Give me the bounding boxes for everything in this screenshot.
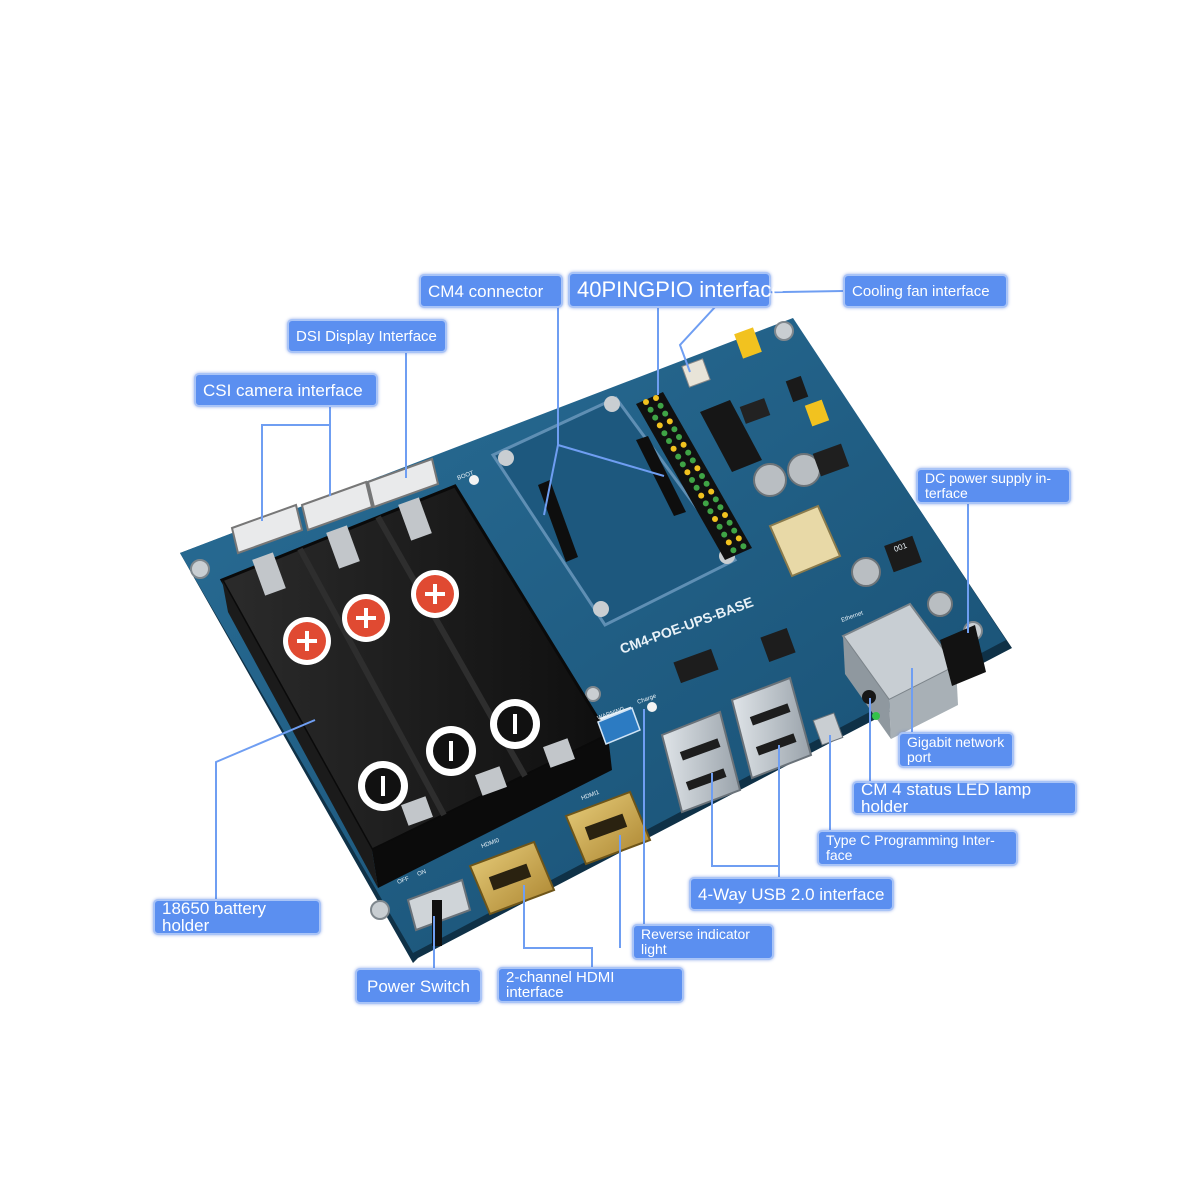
label-dsi: DSI Display Interface	[287, 319, 447, 353]
gpio-pin	[670, 445, 677, 452]
label-csi: CSI camera interface	[194, 373, 378, 407]
gpio-pin	[694, 465, 701, 472]
misc-components	[469, 327, 953, 742]
gpio-pin	[725, 539, 732, 546]
label-battery: 18650 battery holder	[153, 899, 321, 935]
on-silk: ON	[417, 869, 428, 878]
off-silk: OFF	[397, 876, 411, 886]
gpio-pin	[653, 395, 659, 401]
label-cm4-connector: CM4 connector	[419, 274, 563, 308]
gpio-pin	[657, 402, 664, 409]
label-reverse-light: Reverse indicator light	[632, 924, 774, 960]
gpio-pin	[676, 434, 682, 440]
gpio-pin	[643, 399, 649, 405]
gpio-pin	[731, 527, 738, 534]
gpio-pin	[730, 547, 737, 554]
gpio-pin	[679, 461, 686, 468]
leader-usb	[711, 773, 780, 878]
hdmi-ports	[468, 790, 652, 916]
gpio-pin	[684, 469, 691, 476]
gpio-pin	[647, 406, 654, 413]
gpio-pin	[680, 441, 687, 448]
power-switch	[406, 878, 472, 946]
ethernet-jack	[841, 602, 986, 739]
gpio-pin	[666, 438, 672, 444]
gpio-pin	[675, 453, 682, 460]
gpio-header	[636, 392, 752, 560]
label-gigabit: Gigabit network port	[898, 732, 1014, 768]
leader-battery	[215, 719, 316, 900]
leader-lines	[215, 290, 969, 968]
gpio-pin	[712, 496, 719, 503]
leader-hdmi	[523, 885, 593, 968]
gpio-pin	[661, 430, 668, 437]
usb-ports	[660, 676, 844, 814]
label-usb: 4-Way USB 2.0 interface	[689, 877, 894, 911]
gpio-pin	[703, 480, 710, 487]
label-power-switch: Power Switch	[355, 968, 482, 1004]
boot-silk: BOOT	[457, 470, 475, 482]
gpio-pin	[662, 410, 669, 417]
label-status-led: CM 4 status LED lamp holder	[852, 781, 1077, 815]
label-cooling-fan: Cooling fan interface	[843, 274, 1008, 308]
gpio-pin	[717, 504, 724, 511]
gpio-pin	[726, 519, 733, 526]
gpio-pin	[702, 500, 709, 507]
label-gpio: 40PINGPIO interface	[568, 272, 784, 308]
gpio-pin	[689, 457, 696, 464]
gpio-pin	[708, 488, 715, 495]
gpio-pin	[699, 473, 705, 479]
gpio-pin	[698, 492, 705, 499]
label-hdmi: 2-channel HDMI interface	[497, 967, 684, 1003]
gpio-pin	[671, 426, 678, 433]
gpio-pin	[656, 422, 663, 429]
gpio-pin	[685, 449, 692, 456]
leader-csi	[261, 405, 331, 521]
gpio-pin	[716, 523, 723, 530]
inductor-marking: 001	[893, 541, 909, 554]
label-dc-power: DC power supply in-terface	[916, 468, 1071, 504]
leader-cm4-2	[557, 444, 665, 477]
gpio-pin	[722, 512, 728, 518]
gpio-pin	[740, 543, 747, 550]
label-type-c: Type C Programming Inter-face	[817, 830, 1018, 866]
gpio-pin	[721, 531, 728, 538]
gpio-pin	[693, 484, 700, 491]
gpio-pin	[689, 477, 695, 483]
gpio-pin	[735, 535, 742, 542]
leader-fan	[678, 290, 844, 373]
battery-holder	[219, 484, 612, 888]
gpio-pin	[712, 516, 718, 522]
fpc-connectors	[230, 457, 440, 555]
gpio-pin	[652, 414, 659, 421]
dip-switch	[597, 707, 641, 745]
gpio-pin	[707, 508, 714, 515]
gpio-pin	[666, 418, 673, 425]
